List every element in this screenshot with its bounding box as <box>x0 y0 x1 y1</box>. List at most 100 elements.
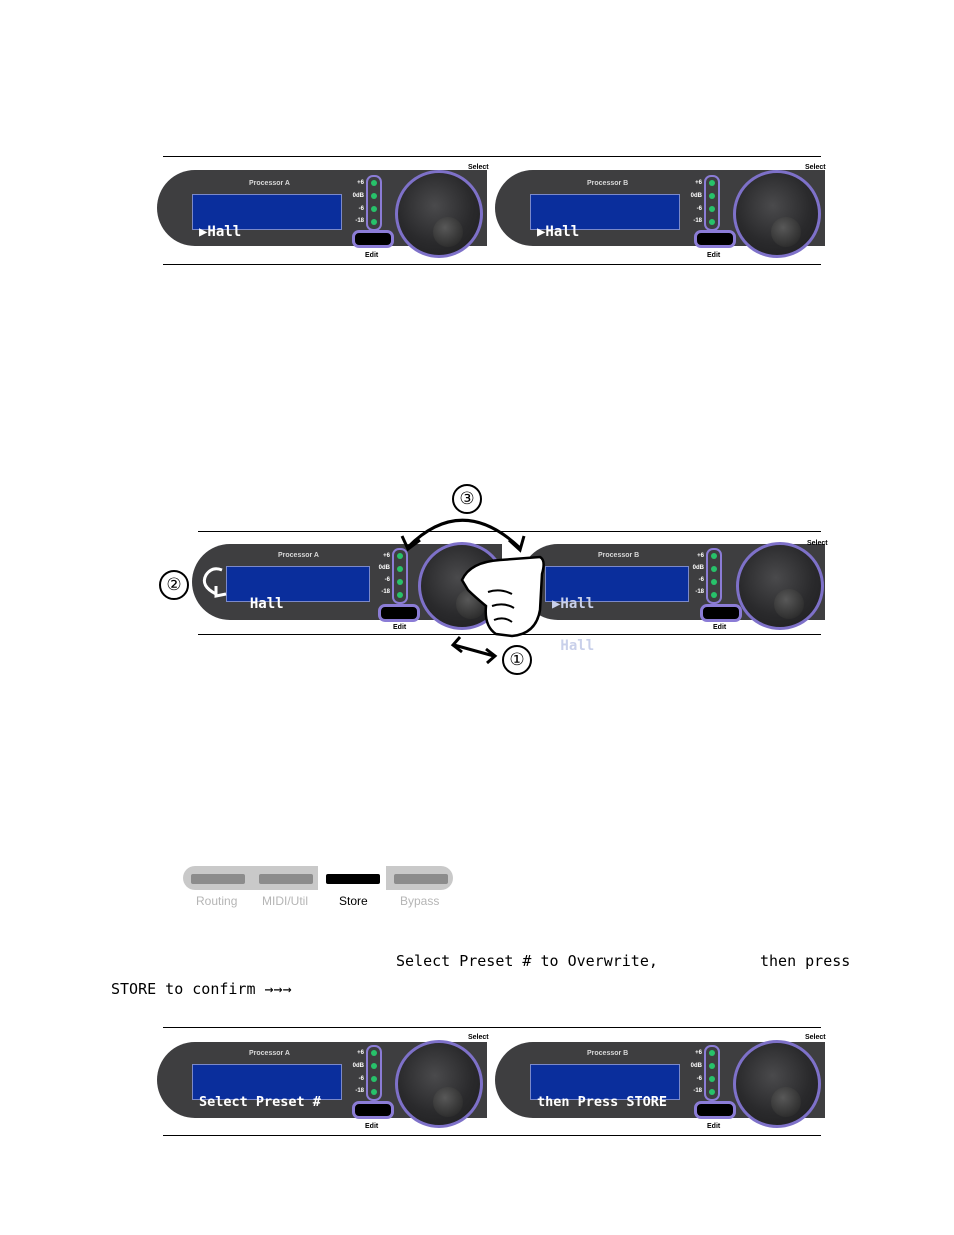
meter-label-0db: 0dB <box>352 193 364 199</box>
edit-label: Edit <box>707 252 721 259</box>
edit-label: Edit <box>365 252 379 259</box>
led <box>397 592 403 598</box>
meter-label-0db: 0dB <box>690 1063 702 1069</box>
edit-button[interactable] <box>694 230 736 248</box>
led <box>397 566 403 572</box>
select-knob[interactable] <box>418 542 506 630</box>
select-knob[interactable] <box>733 170 821 258</box>
processor-b-panel: Processor B ▶Hall Hall +6 0dB -6 -18 Edi… <box>495 158 826 281</box>
figure1-bottom-rule <box>163 264 821 265</box>
led <box>709 219 715 225</box>
edit-button[interactable] <box>700 604 742 622</box>
lcd-line-1: ▶Hall <box>199 224 242 240</box>
led <box>371 206 377 212</box>
level-meter <box>392 548 408 604</box>
lcd-line-2: Hall <box>537 266 580 282</box>
led <box>371 193 377 199</box>
led <box>371 1076 377 1082</box>
knob-cap <box>771 1087 801 1117</box>
led <box>709 1076 715 1082</box>
level-meter <box>366 175 382 231</box>
led <box>371 219 377 225</box>
select-label: Select <box>805 164 826 171</box>
edit-button[interactable] <box>694 1101 736 1119</box>
processor-a-panel: Processor A Select Preset # to Overwrite… <box>157 1030 489 1151</box>
instruction-part-1: Select Preset # to Overwrite, <box>396 952 658 970</box>
select-knob[interactable] <box>395 170 483 258</box>
lcd-line-2: ▶Delay <box>233 638 284 654</box>
edit-label: Edit <box>707 1123 721 1130</box>
level-meter <box>704 1045 720 1101</box>
meter-label-minus18: -18 <box>381 589 390 595</box>
level-meter <box>706 548 722 604</box>
processor-a-label: Processor A <box>249 180 290 187</box>
lcd-line-2: Hall <box>552 638 595 654</box>
processor-a-lcd: Select Preset # to Overwrite, <box>192 1064 342 1151</box>
meter-label-0db: 0dB <box>692 565 704 571</box>
figure3-top-rule <box>163 1027 821 1028</box>
processor-b-lcd: ▶Hall Hall <box>530 194 680 281</box>
processor-a-lcd: Hall ▶Delay <box>226 566 370 653</box>
edit-button[interactable] <box>352 230 394 248</box>
led <box>709 193 715 199</box>
meter-label-minus18: -18 <box>355 1088 364 1094</box>
led <box>709 1050 715 1056</box>
knob-cap <box>456 589 486 619</box>
store-button[interactable] <box>326 874 380 884</box>
processor-b-label: Processor B <box>587 1050 629 1057</box>
midi-util-button[interactable] <box>259 874 313 884</box>
figure3-bottom-rule <box>163 1135 821 1136</box>
step-3-marker: ③ <box>452 484 482 514</box>
processor-a-lcd: ▶Hall Hall <box>192 194 342 281</box>
routing-label: Routing <box>196 894 238 908</box>
processor-a-panel: Processor A ▶Hall Hall +6 0dB -6 -18 Edi… <box>157 158 489 281</box>
bypass-button[interactable] <box>394 874 448 884</box>
select-knob[interactable] <box>395 1040 483 1128</box>
midi-util-label: MIDI/Util <box>262 894 308 908</box>
step1-double-arrow <box>453 643 495 658</box>
led <box>709 1063 715 1069</box>
instruction-part-3: STORE to confirm →→→ <box>111 980 292 998</box>
meter-label-plus6: +6 <box>357 180 364 186</box>
knob-cap <box>774 589 804 619</box>
processor-b-label: Processor B <box>587 180 629 187</box>
knob-cap <box>771 217 801 247</box>
meter-label-minus6: -6 <box>358 1076 364 1082</box>
meter-label-plus6: +6 <box>695 180 702 186</box>
bypass-label: Bypass <box>400 894 440 908</box>
led <box>371 1089 377 1095</box>
processor-a-label: Processor A <box>278 552 319 559</box>
led <box>711 553 717 559</box>
meter-label-minus6: -6 <box>696 1076 702 1082</box>
processor-a-panel: Processor A Hall ▶Delay +6 0dB -6 -18 Ed… <box>192 532 506 653</box>
routing-button[interactable] <box>191 874 245 884</box>
processor-b-lcd: ▶Hall Hall <box>545 566 689 653</box>
led <box>711 579 717 585</box>
edit-label: Edit <box>713 624 727 631</box>
meter-label-minus18: -18 <box>355 218 364 224</box>
meter-label-0db: 0dB <box>378 565 390 571</box>
meter-label-minus6: -6 <box>696 206 702 212</box>
select-knob[interactable] <box>736 542 824 630</box>
processor-a-label: Processor A <box>249 1050 290 1057</box>
step-1-marker: ① <box>502 645 532 675</box>
select-knob[interactable] <box>733 1040 821 1128</box>
led <box>371 1063 377 1069</box>
meter-label-plus6: +6 <box>697 553 704 559</box>
meter-label-minus6: -6 <box>358 206 364 212</box>
lcd-line-1: ▶Hall <box>537 224 580 240</box>
step-2-marker: ② <box>159 570 189 600</box>
meter-label-minus18: -18 <box>693 1088 702 1094</box>
store-label: Store <box>339 894 368 908</box>
led <box>709 206 715 212</box>
led <box>371 1050 377 1056</box>
edit-button[interactable] <box>378 604 420 622</box>
processor-b-lcd: then Press STORE to Confirm →→→ <box>530 1064 680 1151</box>
meter-label-minus18: -18 <box>695 589 704 595</box>
select-label: Select <box>468 164 489 171</box>
led <box>397 579 403 585</box>
led <box>711 566 717 572</box>
lcd-line-2: to Confirm →→→ <box>537 1136 659 1152</box>
edit-button[interactable] <box>352 1101 394 1119</box>
level-meter <box>704 175 720 231</box>
